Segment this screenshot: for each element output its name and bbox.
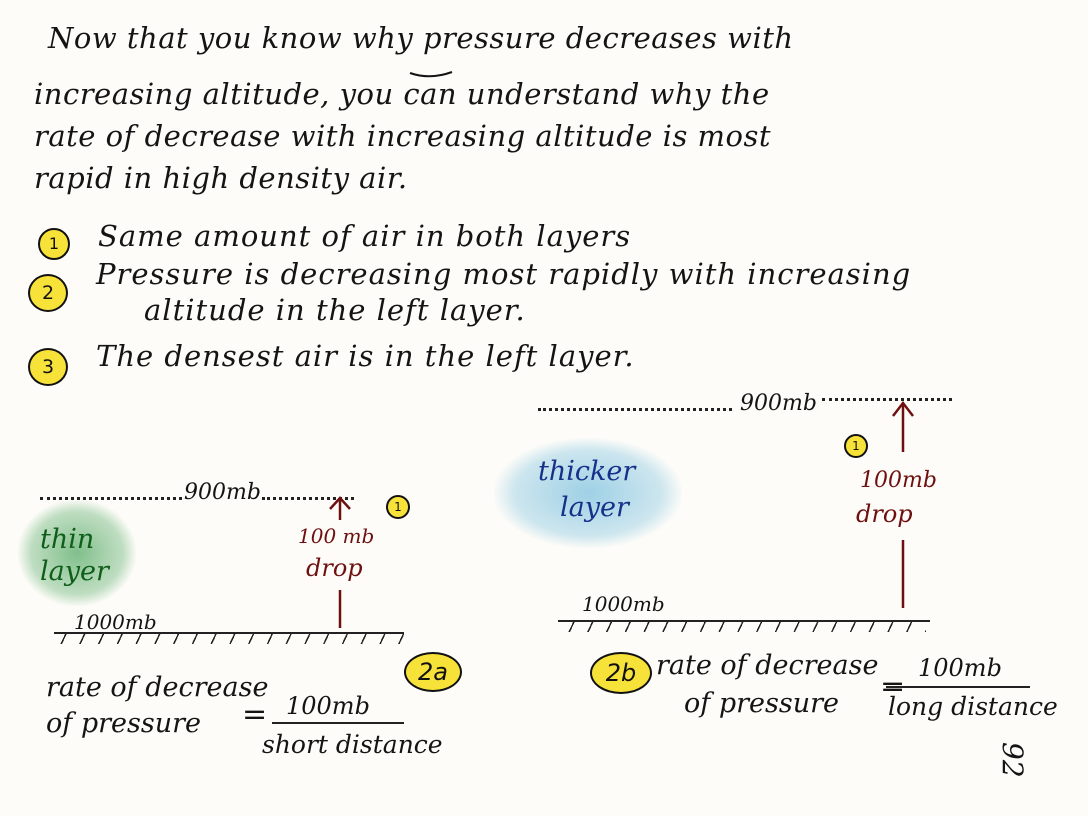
left-drop-label: drop (306, 554, 363, 582)
point-3-text: The densest air is in the left layer. (96, 339, 635, 373)
right-rate-line-2: of pressure (684, 688, 839, 719)
left-rate-line-1: rate of decrease (46, 672, 269, 703)
intro-line-4: rapid in high density air. (34, 161, 408, 195)
point-2-line-2: altitude in the left layer. (144, 293, 526, 327)
right-drop-label: drop (856, 500, 913, 528)
right-rate-badge: 2b (590, 652, 652, 694)
right-bottom-pressure-label: 1000mb (582, 592, 665, 616)
right-marker-1: 1 (844, 434, 868, 458)
point-2-line-1: Pressure is decreasing most rapidly with… (96, 257, 912, 291)
left-top-dotted-line (40, 497, 182, 500)
left-layer-label-2: layer (40, 556, 109, 587)
left-rate-line-2: of pressure (46, 708, 201, 739)
thin-layer-shading (18, 500, 136, 606)
right-ground-hatching (562, 622, 926, 632)
left-rate-badge: 2a (404, 652, 462, 692)
right-top-dotted-line-end (822, 398, 952, 401)
left-top-pressure-label: 900mb (184, 480, 261, 505)
right-layer-label-2: layer (560, 492, 629, 523)
right-drop-amount: 100mb (860, 468, 937, 493)
left-marker-1: 1 (386, 495, 410, 519)
left-bottom-pressure-label: 1000mb (74, 610, 157, 634)
thicker-layer-shading (494, 438, 682, 548)
right-rate-line-1: rate of decrease (656, 650, 879, 681)
left-rate-denominator: short distance (262, 730, 443, 759)
left-top-dotted-line-end (262, 497, 354, 500)
left-drop-arrow-head (329, 496, 351, 510)
right-rate-numerator: 100mb (918, 654, 1002, 682)
left-layer-label-1: thin (40, 524, 95, 555)
right-top-pressure-label: 900mb (740, 391, 817, 416)
left-drop-amount: 100 mb (298, 524, 375, 548)
right-rate-denominator: long distance (888, 692, 1058, 721)
intro-line-1: Now that you know why pressure decreases… (48, 21, 794, 55)
left-equals-sign: = (242, 697, 268, 732)
right-layer-label-1: thicker (538, 456, 636, 487)
right-fraction-bar (886, 686, 1030, 688)
left-ground-line (54, 632, 404, 634)
right-top-dotted-line (538, 408, 732, 411)
point-3-marker: 3 (28, 348, 68, 386)
intro-line-3: rate of decrease with increasing altitud… (34, 119, 772, 153)
left-rate-numerator: 100mb (286, 692, 370, 720)
left-ground-hatching (54, 634, 404, 644)
underline-why-stroke (409, 71, 453, 78)
right-ground-line (558, 620, 930, 622)
point-1-marker: 1 (38, 228, 70, 260)
point-1-text: Same amount of air in both layers (98, 219, 632, 253)
right-drop-arrow-head (892, 400, 914, 417)
intro-line-2: increasing altitude, you can understand … (34, 77, 770, 111)
point-2-marker: 2 (28, 274, 68, 312)
left-fraction-bar (272, 722, 404, 724)
